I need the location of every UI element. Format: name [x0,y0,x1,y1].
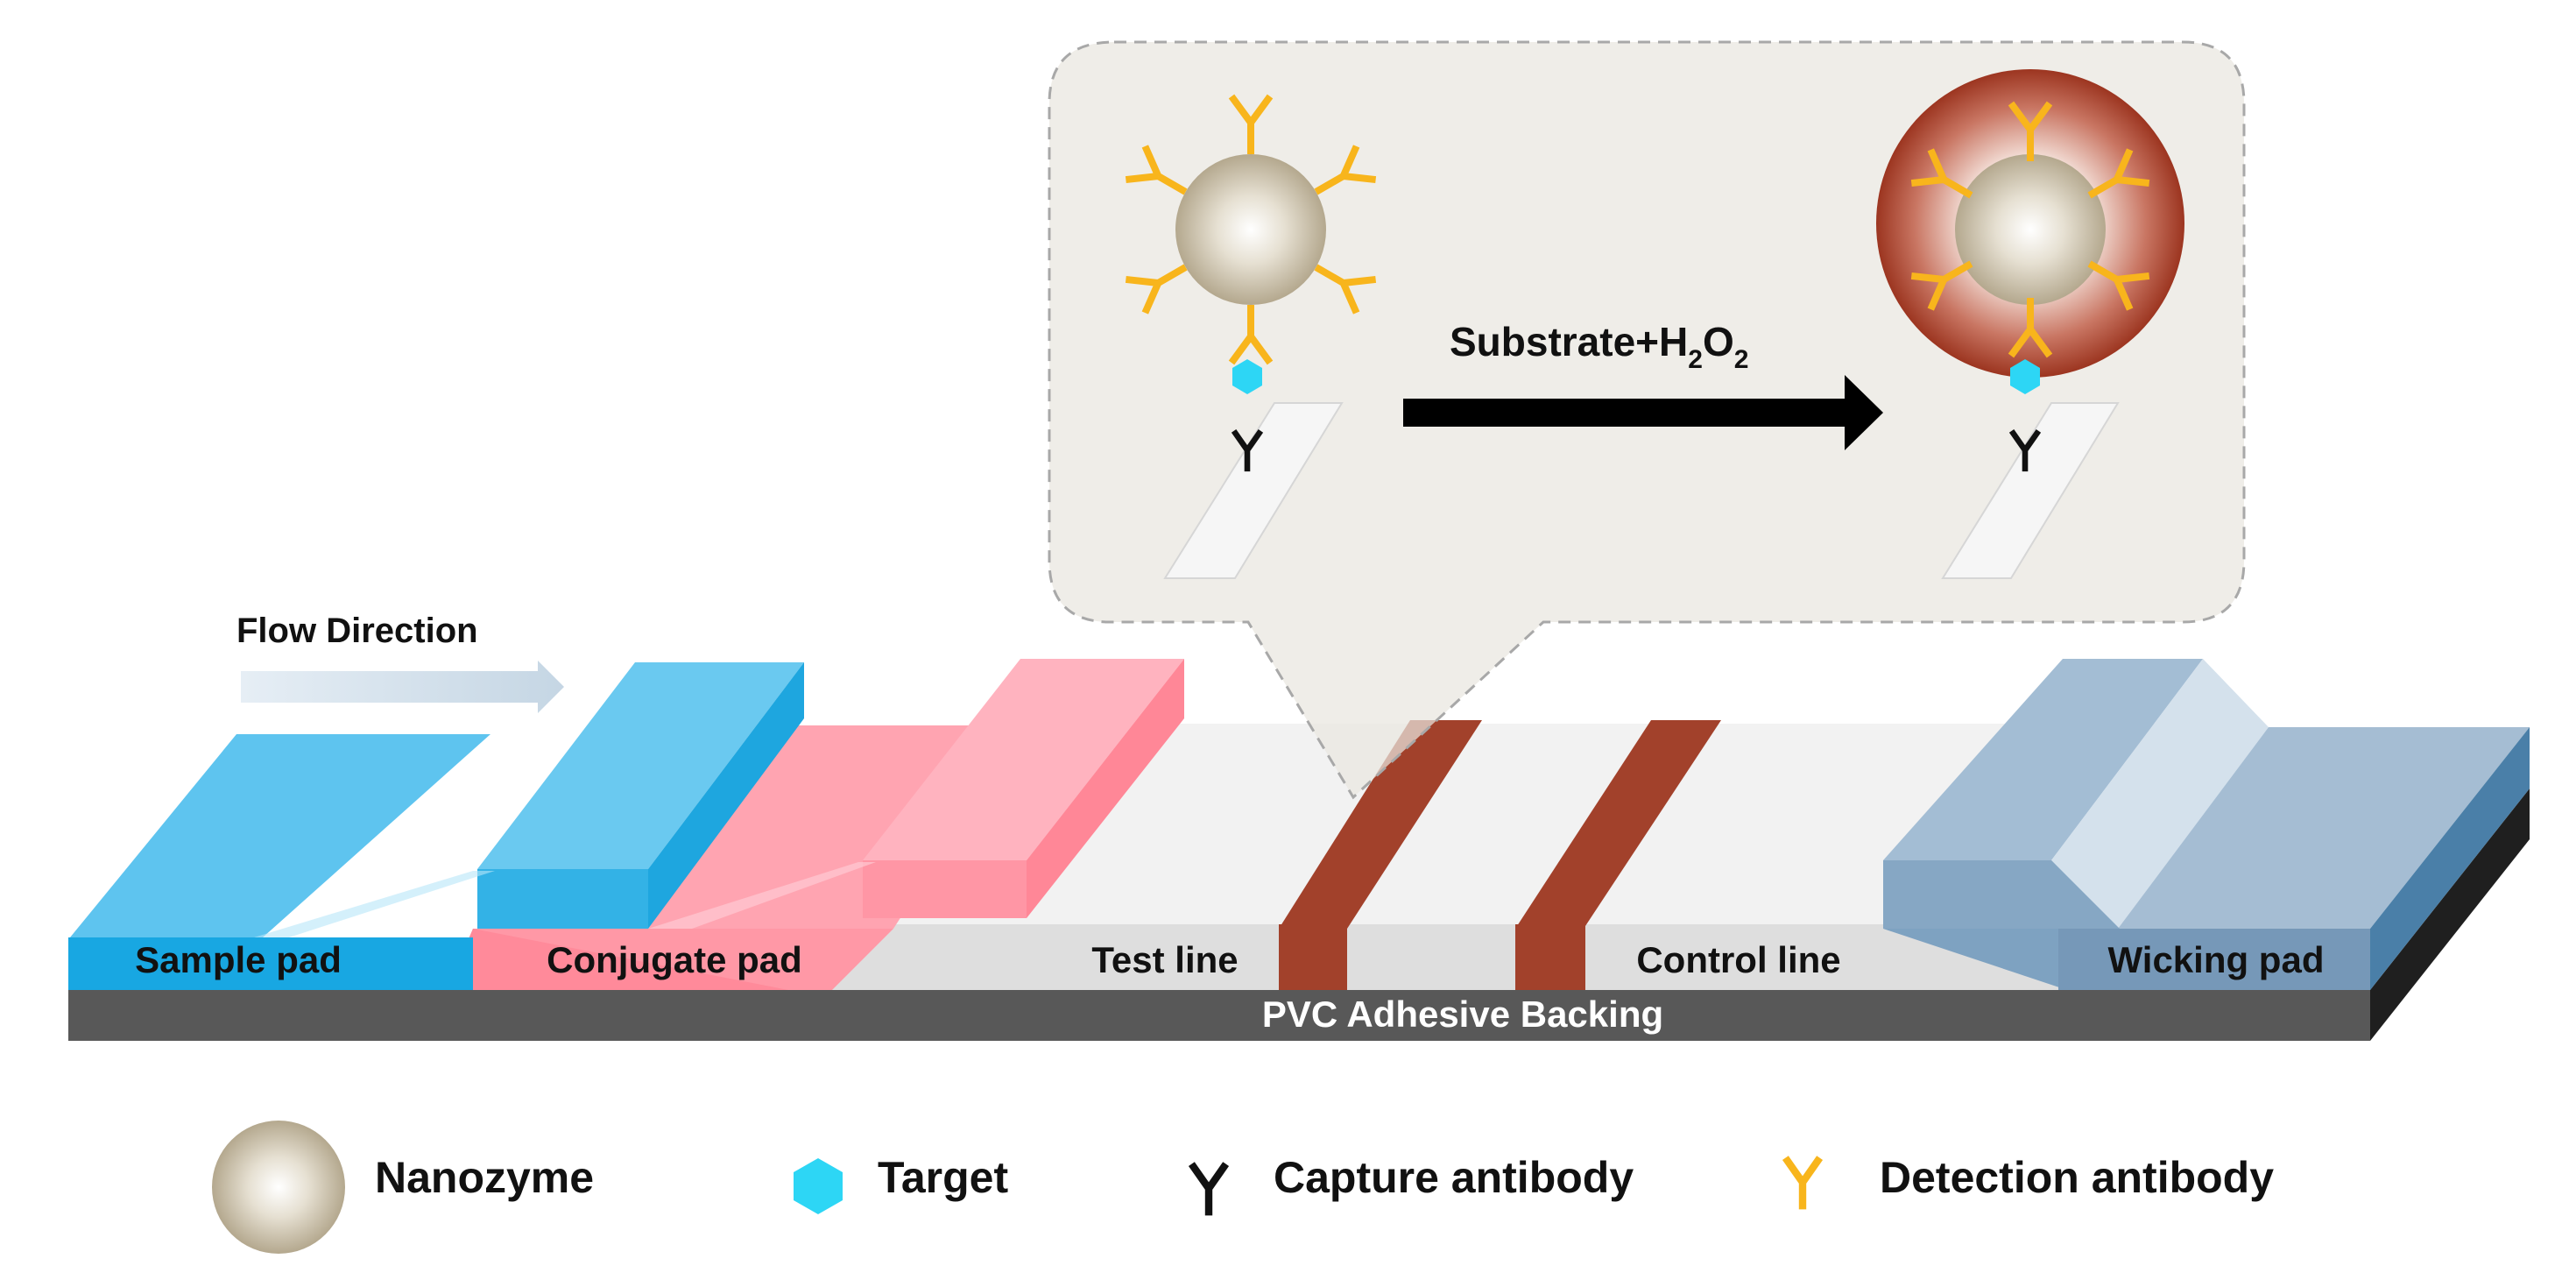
sample-pad-label: Sample pad [135,939,342,980]
detection-antibodies-after [1910,101,2150,358]
detection-antibody-icon [2008,101,2053,161]
detection-antibody-icon [1314,264,1377,315]
backing-label: PVC Adhesive Backing [1262,994,1663,1035]
reaction-arrow [1403,375,1883,450]
legend-nanozyme-icon [212,1121,345,1254]
membrane-front [823,924,2067,990]
test-line-front [1279,924,1347,990]
nanozyme-after [1955,154,2106,305]
control-line [1515,720,1721,929]
nanozyme-before [1175,154,1326,305]
strip-slice-after [1941,402,2120,579]
sample-pad [68,662,804,990]
control-line-front [1515,924,1585,990]
target-after [2010,359,2040,394]
detection-antibodies-before [1125,94,1377,365]
complex-after [1876,69,2184,579]
detection-antibody-icon [1314,145,1377,195]
detection-antibody-icon [1228,305,1274,365]
detection-antibody-icon [2087,148,2150,199]
wicking-pad [1883,659,2530,990]
reaction-label: Substrate+H2O2 [1450,319,1748,374]
flow-direction-arrow [241,661,564,713]
detection-antibody-icon [1910,260,1973,311]
conjugate-pad [447,659,1184,990]
flow-direction-label: Flow Direction [236,612,478,650]
membrane-top [832,724,2163,929]
strip-slice-before [1163,402,1344,579]
legend-capture-antibody-label: Capture antibody [1274,1153,1634,1202]
backing-front [68,990,2370,1041]
legend-detection-antibody-label: Detection antibody [1880,1153,2274,1202]
legend-target-icon [794,1158,843,1214]
target-before [1232,359,1262,394]
detection-antibody-icon [1125,145,1188,195]
detection-antibody-icon [2087,260,2150,311]
backing-side [2370,788,2530,1041]
test-line-label: Test line [1091,939,1238,980]
legend-detection-antibody-icon [1785,1158,1819,1210]
wicking-pad-label: Wicking pad [2108,939,2325,980]
legend-target-label: Target [878,1153,1008,1202]
test-strip [68,659,2530,1041]
complex-before [1125,94,1377,579]
detection-antibody-icon [1910,148,1973,199]
detection-antibody-icon [1228,94,1274,154]
detection-antibody-icon [1125,264,1188,315]
legend-capture-antibody-icon [1191,1164,1225,1216]
detection-antibody-icon [2008,298,2053,358]
legend-nanozyme-label: Nanozyme [375,1153,594,1202]
legend: Nanozyme Target Capture antibody Detecti… [212,1121,2274,1254]
control-line-label: Control line [1636,939,1840,980]
conjugate-pad-label: Conjugate pad [547,939,802,980]
test-line [1279,720,1482,929]
